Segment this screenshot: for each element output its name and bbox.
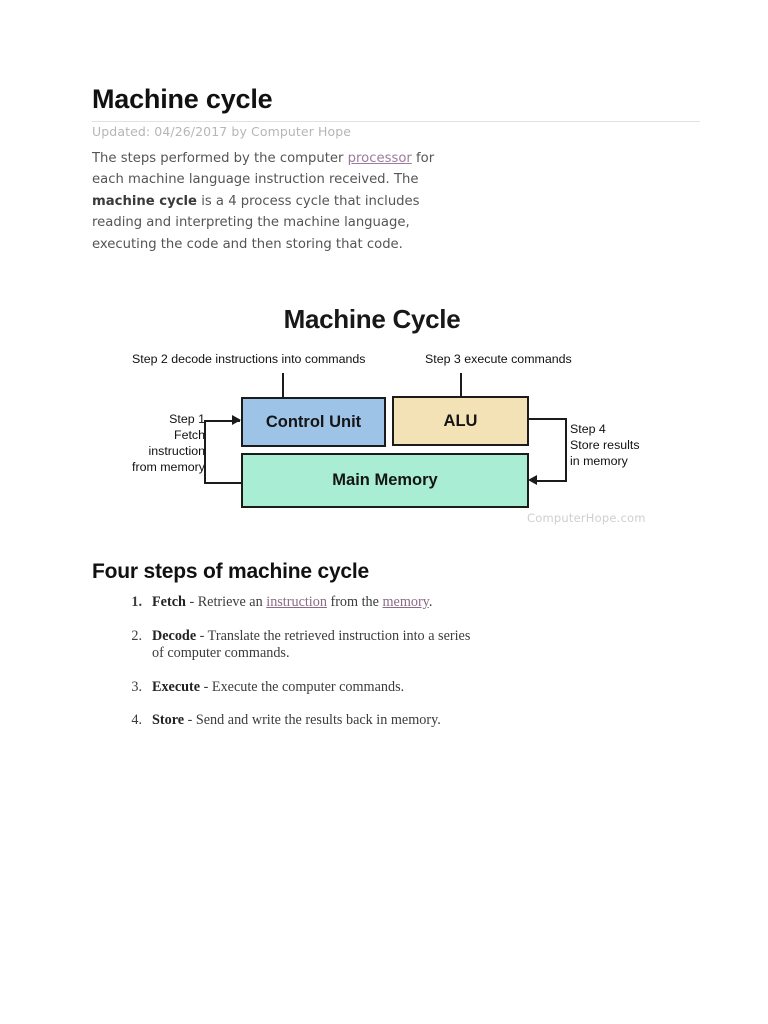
list-item-term: Decode xyxy=(152,627,197,644)
list-item: 2. Decode - Translate the retrieved instr… xyxy=(92,628,472,663)
list-item-text: - Send and write the results back in mem… xyxy=(184,712,441,729)
intro-bold-term: machine cycle xyxy=(92,193,197,209)
list-item-number: 4. xyxy=(131,712,142,729)
arrow-into-main-memory-icon xyxy=(528,475,537,485)
intro-text-part3: is a 4 process cycle that includes readi… xyxy=(92,193,420,252)
diagram-label-step2: Step 2 decode instructions into commands xyxy=(132,352,366,366)
connector-left-bottom xyxy=(204,482,243,484)
arrow-into-control-unit-icon xyxy=(232,415,241,425)
list-item-text: - Translate the retrieved instruction in… xyxy=(152,627,471,662)
diagram-watermark: ComputerHope.com xyxy=(527,511,646,525)
connector-right-top xyxy=(529,418,567,420)
diagram-box-control-unit: Control Unit xyxy=(241,397,386,447)
list-item-term: Execute xyxy=(152,678,201,695)
section-heading: Four steps of machine cycle xyxy=(92,560,370,583)
connector-right-vertical xyxy=(565,418,567,482)
diagram-label-step3: Step 3 execute commands xyxy=(425,352,572,366)
list-item-number: 3. xyxy=(131,678,142,695)
intro-paragraph: The steps performed by the computer proc… xyxy=(92,148,464,255)
updated-byline: Updated: 04/26/2017 by Computer Hope xyxy=(92,124,352,139)
list-item: 3. Execute - Execute the computer command… xyxy=(92,679,472,697)
list-item-term: Fetch xyxy=(152,594,186,610)
diagram-box-alu: ALU xyxy=(392,396,529,446)
list-item-text: - Execute the computer commands. xyxy=(200,678,405,695)
page-title: Machine cycle xyxy=(92,84,273,114)
processor-link[interactable]: processor xyxy=(347,151,412,166)
connector-step3 xyxy=(460,373,462,397)
connector-right-bottom xyxy=(535,480,567,482)
list-item-text-3: . xyxy=(428,594,433,610)
list-item-text-2: from the xyxy=(326,594,383,610)
list-item-number: 1. xyxy=(131,594,142,610)
list-item: 1. Fetch - Retrieve an instruction from t… xyxy=(92,594,472,612)
diagram-title: Machine Cycle xyxy=(283,304,461,334)
list-item: 4. Store - Send and write the results bac… xyxy=(92,712,472,730)
title-divider xyxy=(92,121,700,122)
list-item-text-1: - Retrieve an xyxy=(185,594,267,610)
steps-list: 1. Fetch - Retrieve an instruction from t… xyxy=(92,594,472,746)
list-item-term: Store xyxy=(152,712,185,729)
machine-cycle-diagram: Machine Cycle Step 2 decode instructions… xyxy=(92,296,700,534)
connector-step2 xyxy=(282,373,284,398)
list-item-number: 2. xyxy=(131,627,142,644)
intro-text-part1: The steps performed by the computer xyxy=(92,151,348,166)
memory-link[interactable]: memory xyxy=(382,594,429,610)
instruction-link[interactable]: instruction xyxy=(266,594,327,610)
intro-text-part2: for each machine language instruction re… xyxy=(92,151,435,188)
diagram-box-main-memory: Main Memory xyxy=(241,453,529,508)
connector-left-vertical xyxy=(204,420,206,484)
connector-left-top xyxy=(204,420,240,422)
